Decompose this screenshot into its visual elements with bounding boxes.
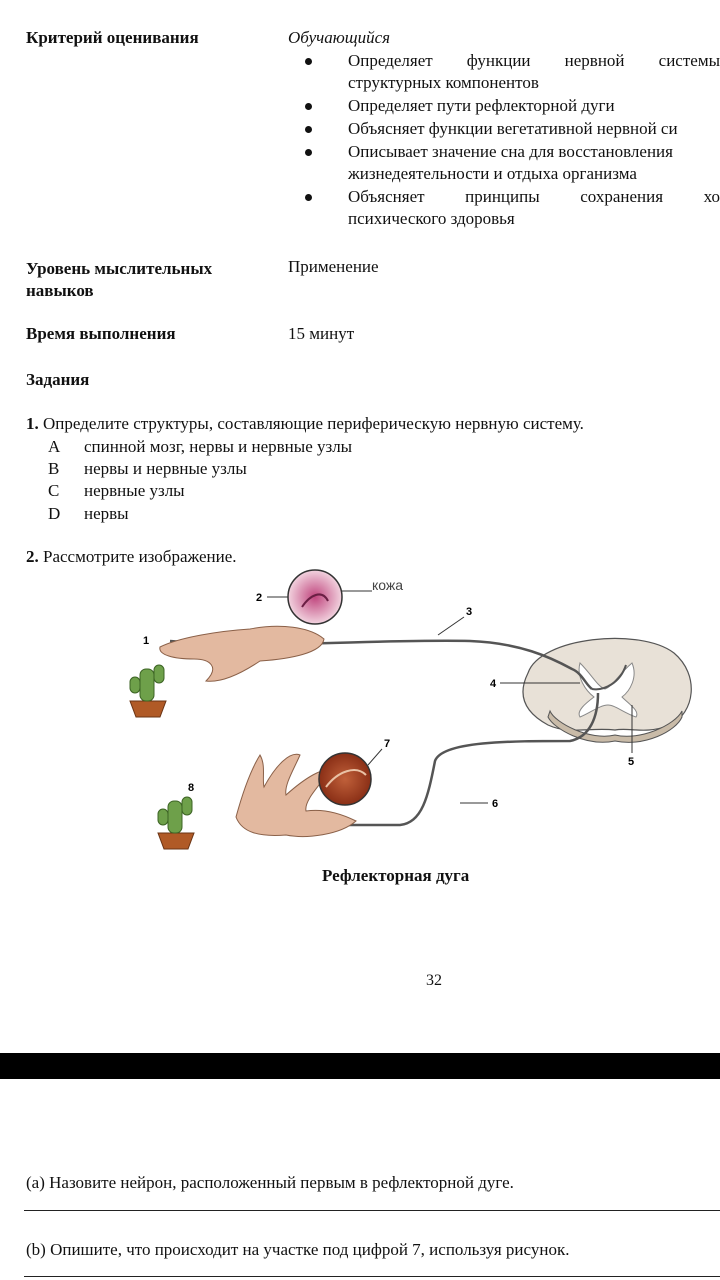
marker-4: 4 [490, 678, 497, 690]
bullet-icon [305, 58, 312, 65]
upper-hand [159, 625, 325, 682]
bullet-icon [305, 149, 312, 156]
cactus-1 [129, 664, 167, 718]
marker-6: 6 [492, 798, 498, 810]
reflex-arc-figure: кожа 1 2 3 4 5 6 7 8 [129, 569, 692, 850]
marker-2: 2 [256, 592, 262, 604]
learner-heading: Обучающийся [288, 28, 391, 47]
bullet-icon [305, 126, 312, 133]
sub-question-a: (a) Назовите нейрон, расположенный первы… [26, 1173, 514, 1192]
motor-nerve [280, 692, 600, 827]
skin-receptor-magnifier [287, 569, 343, 625]
criteria-item: Определяет пути рефлекторной дуги [300, 95, 720, 117]
time-value: 15 минут [288, 324, 355, 343]
question-2: 2. Рассмотрите изображение. [26, 547, 237, 566]
bullet-icon [305, 103, 312, 110]
marker-8: 8 [188, 782, 194, 794]
page-break-bar [0, 1053, 720, 1079]
answer-line-b[interactable] [24, 1276, 720, 1277]
bullet-icon [305, 194, 312, 201]
criteria-label: Критерий оценивания [26, 28, 199, 47]
page-number: 32 [426, 972, 442, 989]
interneuron [591, 664, 627, 691]
marker-3: 3 [466, 606, 472, 618]
answer-line-a[interactable] [24, 1210, 720, 1211]
marker-5: 5 [628, 756, 634, 768]
level-value: Применение [288, 257, 379, 276]
criteria-item: Описывает значение сна для восстановлени… [300, 141, 720, 185]
skin-label: кожа [372, 577, 403, 593]
criteria-item: Объясняет функции вегетативной нервной с… [300, 118, 720, 140]
sub-question-b: (b) Опишите, что происходит на участке п… [26, 1240, 570, 1259]
tasks-heading: Задания [26, 370, 90, 389]
cactus-2 [157, 796, 195, 850]
marker-1: 1 [143, 635, 149, 647]
time-label: Время выполнения [26, 324, 176, 343]
question-1: 1. Определите структуры, составляющие пе… [26, 414, 584, 433]
muscle-effector-magnifier [318, 752, 372, 806]
marker-7: 7 [384, 738, 390, 750]
spinal-cord [522, 637, 692, 743]
figure-caption: Рефлекторная дуга [322, 866, 470, 885]
